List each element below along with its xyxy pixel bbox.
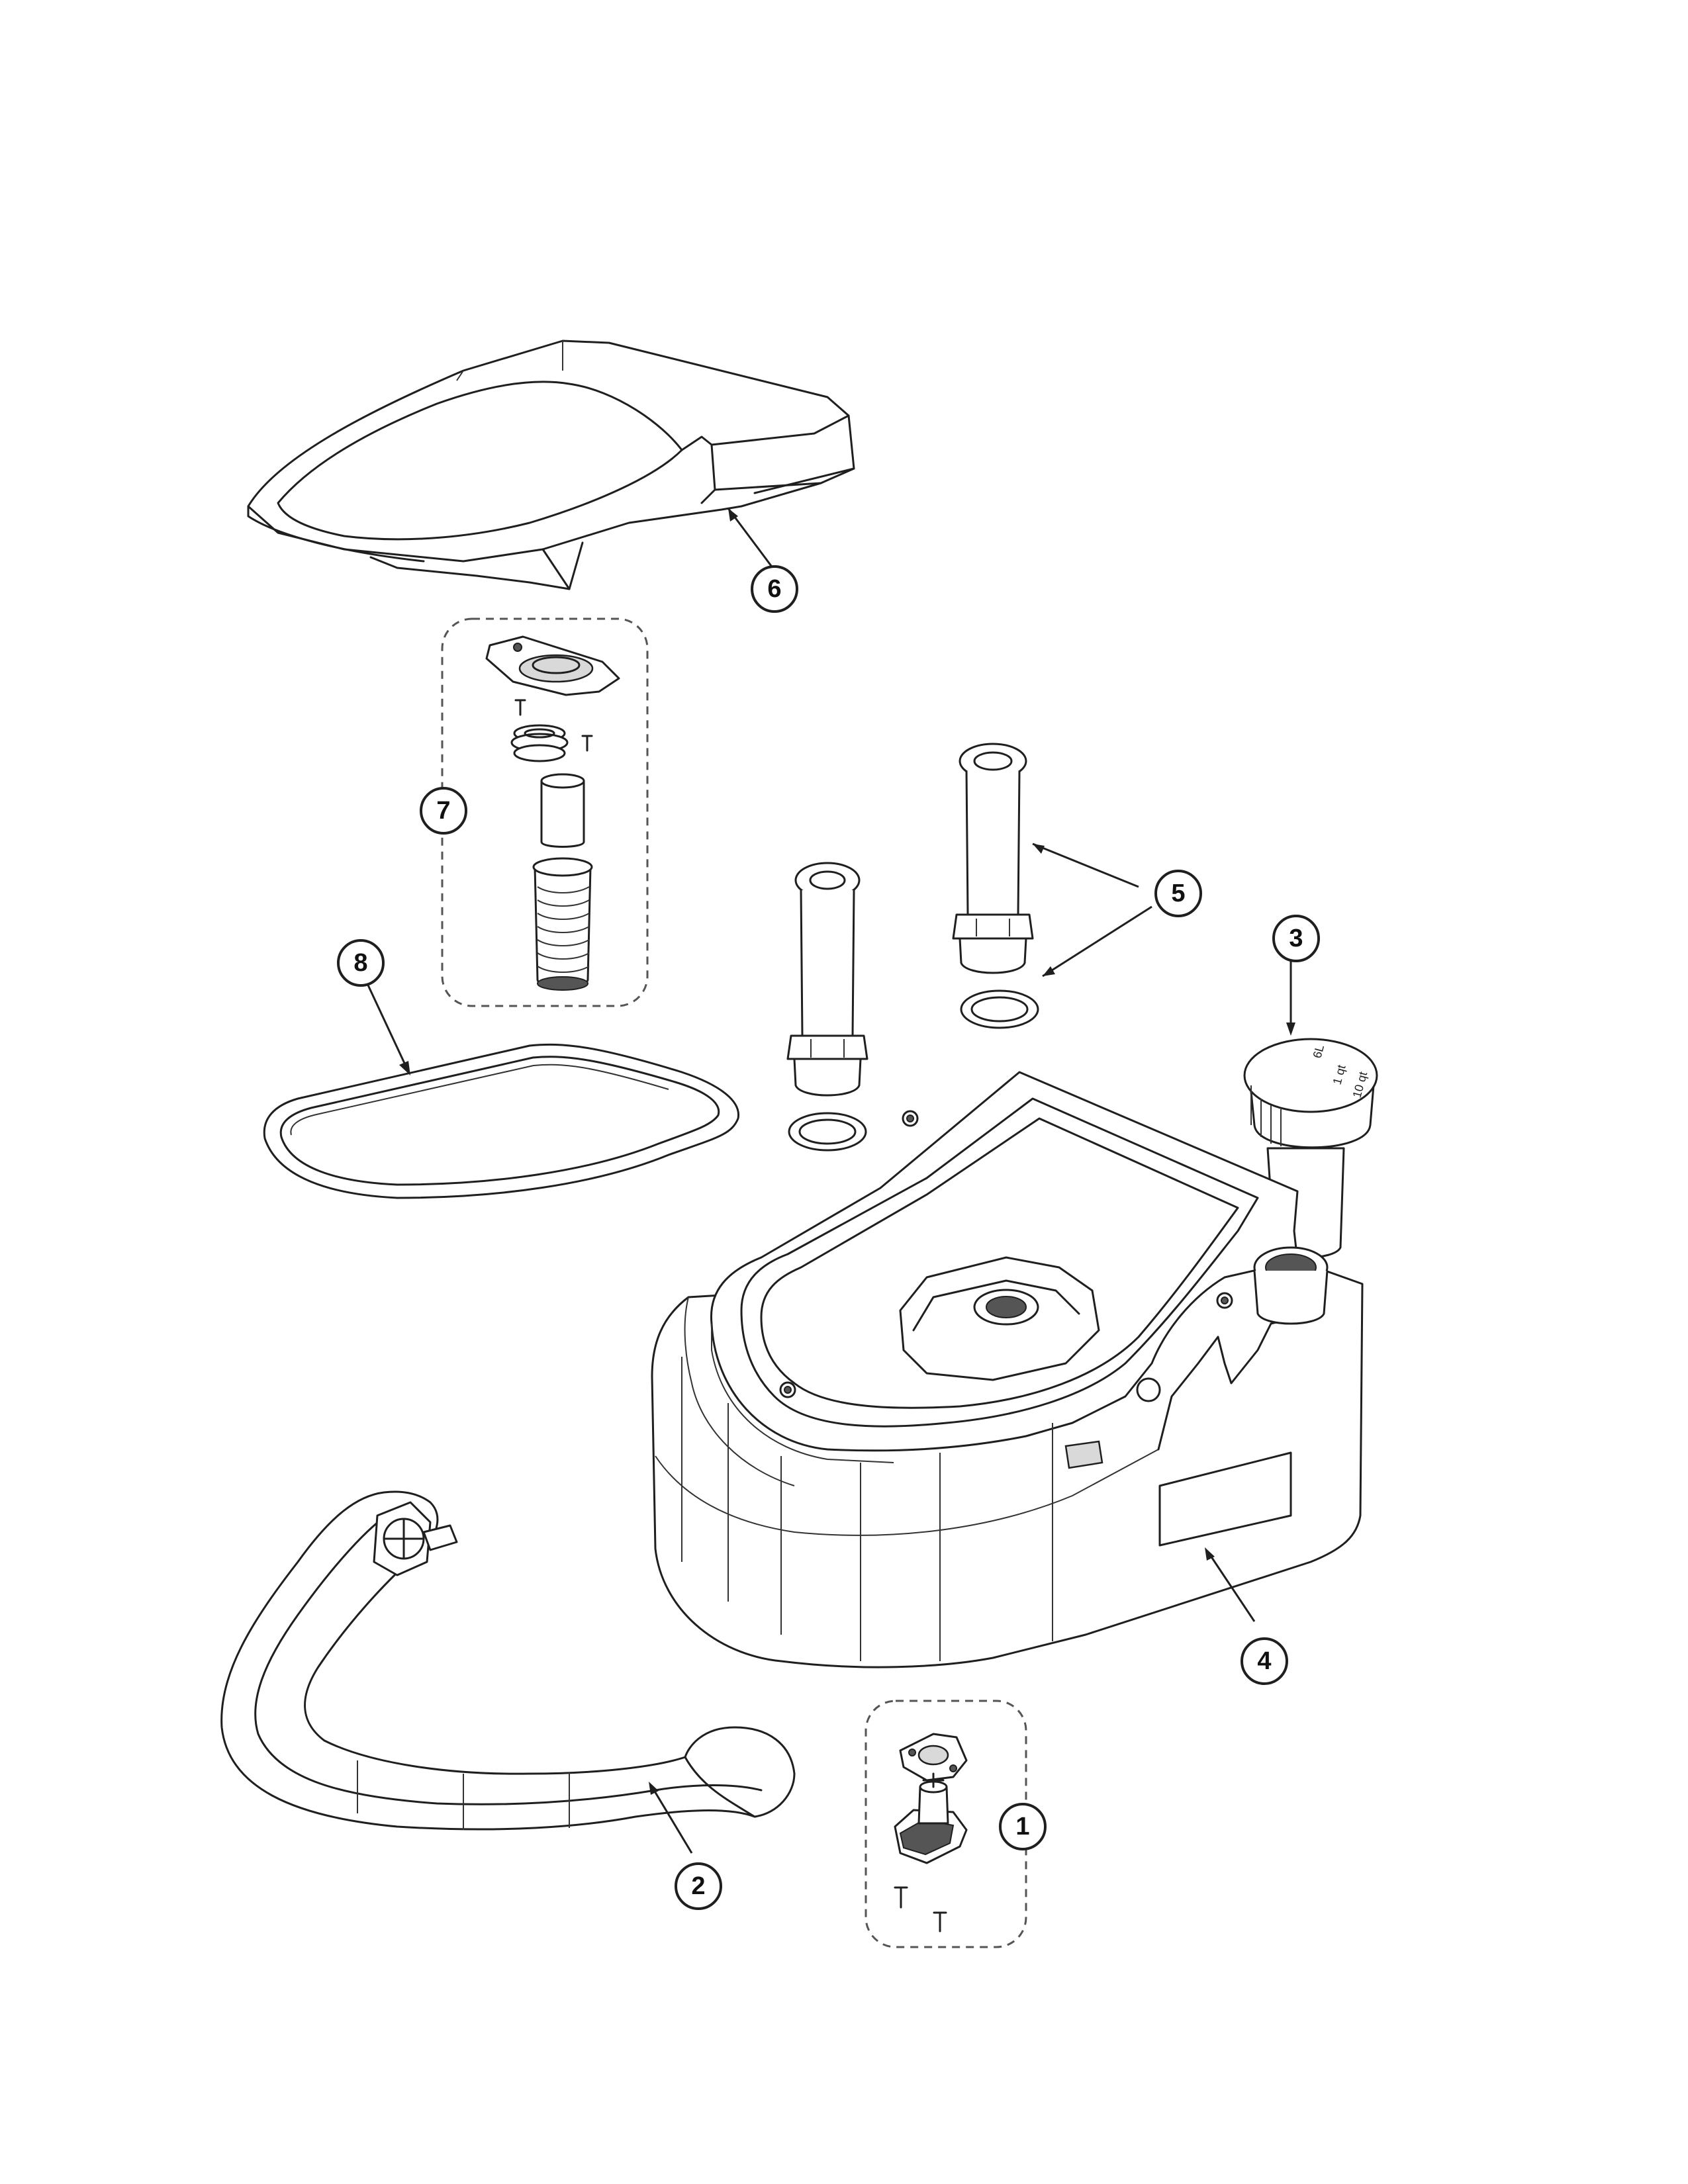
- callout-label-5: 5: [1171, 880, 1185, 907]
- valve-assembly-icon: [894, 1733, 968, 1933]
- callout-label-7: 7: [436, 797, 450, 825]
- callout-6: 6: [751, 565, 798, 613]
- callout-1: 1: [999, 1803, 1047, 1850]
- leader-lines: [364, 508, 1295, 1854]
- callout-label-6: 6: [767, 575, 781, 603]
- filter-assembly-icon: [485, 635, 620, 991]
- callout-label-4: 4: [1257, 1647, 1271, 1675]
- cover-lid-icon: [247, 340, 855, 590]
- callout-label-1: 1: [1015, 1813, 1029, 1841]
- callout-label-3: 3: [1289, 925, 1303, 952]
- callout-label-8: 8: [353, 949, 367, 977]
- tank-base-icon: [651, 1071, 1364, 1668]
- callout-4: 4: [1241, 1637, 1288, 1685]
- callout-3: 3: [1272, 915, 1320, 962]
- gasket-icon: [263, 1043, 740, 1199]
- pipe-and-seal-icon: [786, 743, 1039, 1152]
- callout-2: 2: [675, 1862, 722, 1910]
- handle-icon: [220, 1490, 796, 1831]
- callout-5: 5: [1154, 870, 1202, 917]
- callout-8: 8: [337, 939, 385, 987]
- callout-label-2: 2: [691, 1872, 705, 1900]
- callout-7: 7: [420, 787, 467, 835]
